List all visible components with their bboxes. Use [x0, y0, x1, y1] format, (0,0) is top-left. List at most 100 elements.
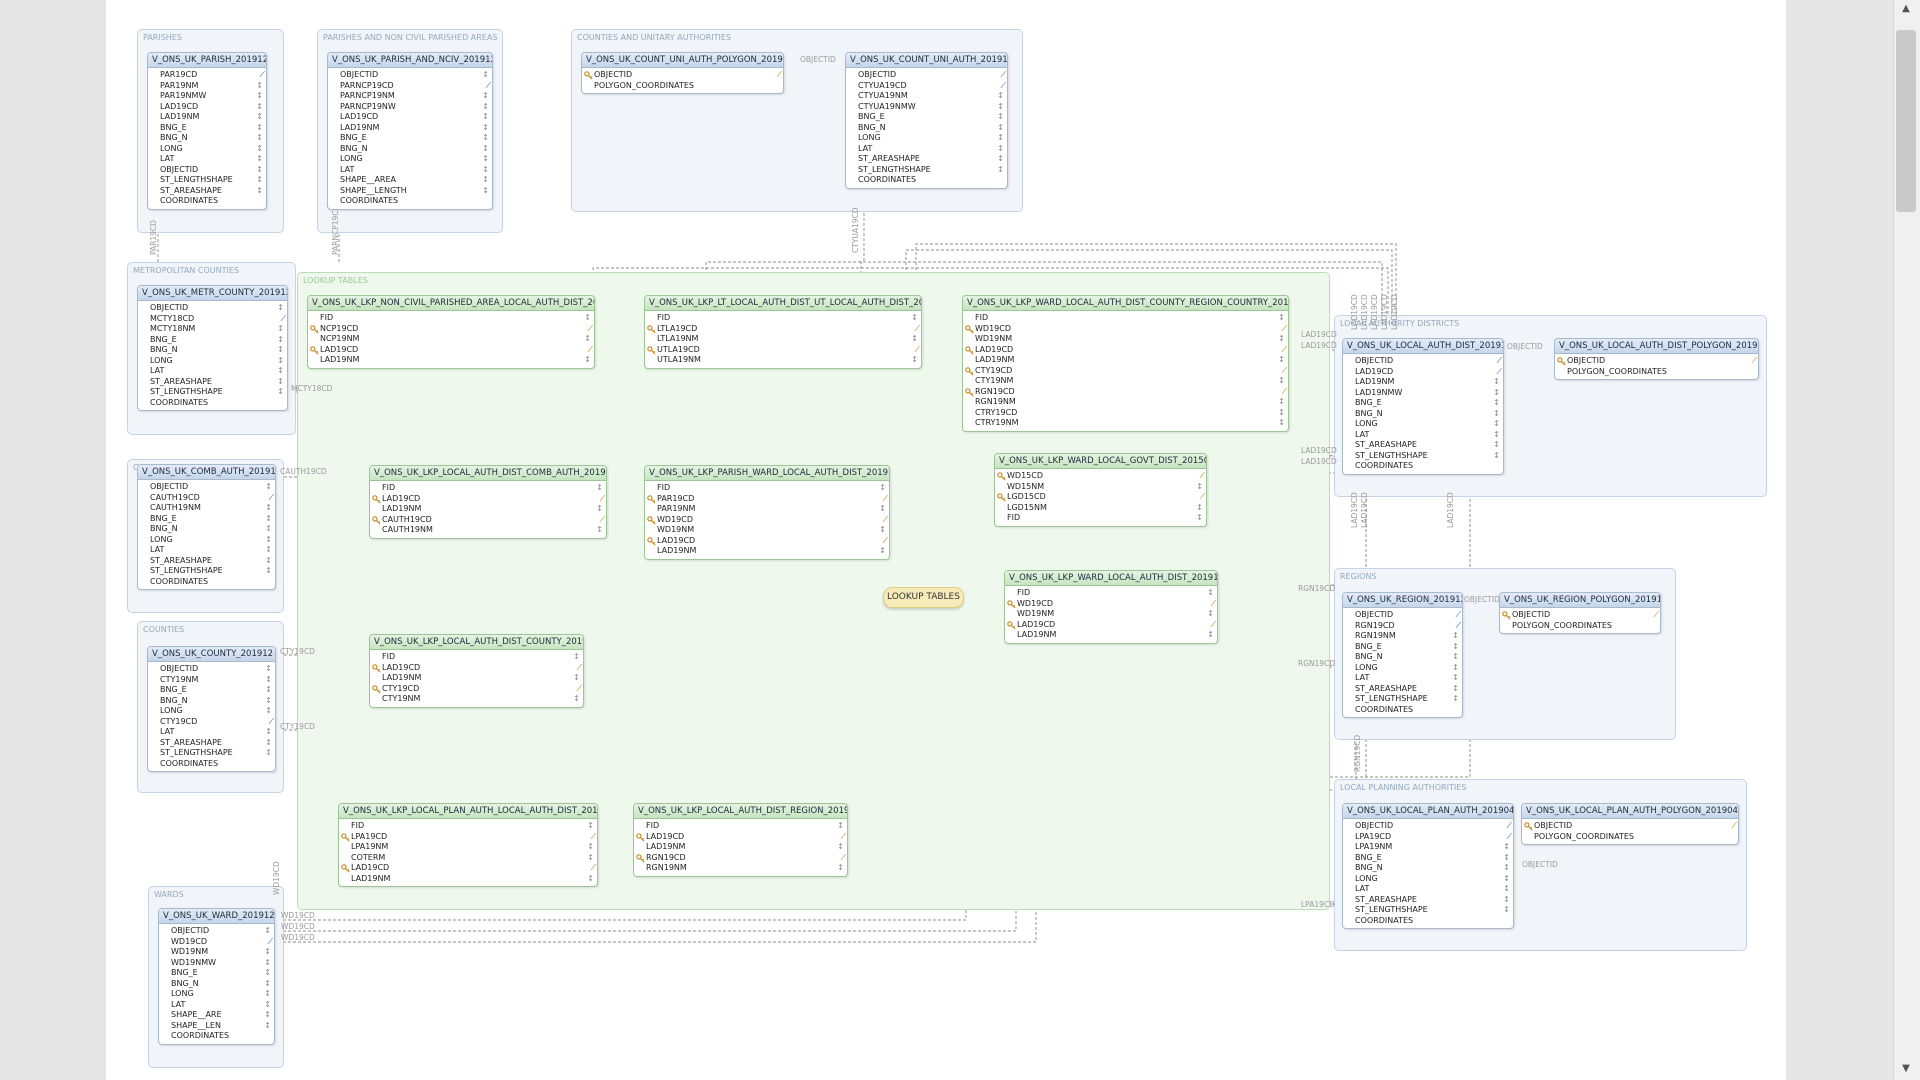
field-row[interactable]: NCP19NM↕ [308, 334, 594, 345]
field-row[interactable]: LTLA19CD⁄ [645, 324, 921, 335]
field-row[interactable]: BNG_N↕ [846, 123, 1007, 134]
field-row[interactable]: CAUTH19NM↕ [138, 503, 275, 514]
field-row[interactable]: MCTY18CD⁄ [138, 314, 287, 325]
field-row[interactable]: LAT↕ [138, 545, 275, 556]
table-title[interactable]: V_ONS_UK_LOCAL_PLAN_AUTH_201904 [1343, 804, 1513, 819]
field-row[interactable]: COORDINATES [159, 1031, 274, 1042]
field-row[interactable]: UTLA19CD⁄ [645, 345, 921, 356]
table-title[interactable]: V_ONS_UK_LOCAL_AUTH_DIST_POLYGON_201912 [1555, 339, 1758, 354]
field-row[interactable]: POLYGON_COORDINATES [1522, 832, 1738, 843]
field-row[interactable]: LONG↕ [1343, 663, 1462, 674]
table-title[interactable]: V_ONS_UK_METR_COUNTY_201912 [138, 286, 287, 301]
field-row[interactable]: ST_LENGTHSHAPE↕ [846, 165, 1007, 176]
table-title[interactable]: V_ONS_UK_WARD_201912 [159, 909, 274, 924]
field-row[interactable]: ST_LENGTHSHAPE↕ [148, 175, 266, 186]
table-title[interactable]: V_ONS_UK_PARISH_AND_NCIV_201912 [328, 53, 492, 68]
field-row[interactable]: COORDINATES [148, 196, 266, 207]
field-row[interactable]: POLYGON_COORDINATES [1555, 367, 1758, 378]
t-lkp-lt-table[interactable]: V_ONS_UK_LKP_LT_LOCAL_AUTH_DIST_UT_LOCAL… [644, 295, 922, 369]
field-row[interactable]: LAD19CD⁄ [634, 832, 847, 843]
field-row[interactable]: OBJECTID↕ [148, 664, 275, 675]
field-row[interactable]: BNG_N↕ [1343, 863, 1513, 874]
field-row[interactable]: MCTY18NM↕ [138, 324, 287, 335]
field-row[interactable]: OBJECTID↕ [328, 70, 492, 81]
field-row[interactable]: OBJECTID↕ [138, 482, 275, 493]
field-row[interactable]: OBJECTID⁄ [1343, 821, 1513, 832]
field-row[interactable]: LONG↕ [328, 154, 492, 165]
field-row[interactable]: LPA19NM↕ [1343, 842, 1513, 853]
field-row[interactable]: SHAPE__ARE↕ [159, 1010, 274, 1021]
field-row[interactable]: OBJECTID⁄ [1522, 821, 1738, 832]
scrollbar-thumb[interactable] [1896, 30, 1916, 212]
field-row[interactable]: BNG_N↕ [1343, 409, 1503, 420]
field-row[interactable]: ST_LENGTHSHAPE↕ [148, 748, 275, 759]
field-row[interactable]: LONG↕ [138, 535, 275, 546]
field-row[interactable]: LAD19NM↕ [328, 123, 492, 134]
t-lkp-lpa-table[interactable]: V_ONS_UK_LKP_LOCAL_PLAN_AUTH_LOCAL_AUTH_… [338, 803, 598, 887]
field-row[interactable]: CTY19NM↕ [963, 376, 1288, 387]
field-row[interactable]: WD19NMW↕ [159, 958, 274, 969]
table-title[interactable]: V_ONS_UK_LKP_LOCAL_AUTH_DIST_REGION_2019… [634, 804, 847, 819]
field-row[interactable]: BNG_E↕ [1343, 642, 1462, 653]
field-row[interactable]: BNG_N↕ [138, 345, 287, 356]
field-row[interactable]: LAD19NM↕ [370, 673, 583, 684]
field-row[interactable]: LAD19CD⁄ [370, 494, 606, 505]
table-title[interactable]: V_ONS_UK_LKP_LOCAL_AUTH_DIST_COMB_AUTH_2… [370, 466, 606, 481]
field-row[interactable]: BNG_N↕ [148, 696, 275, 707]
field-row[interactable]: ST_AREASHAPE↕ [1343, 440, 1503, 451]
field-row[interactable]: WD19NM↕ [963, 334, 1288, 345]
field-row[interactable]: LAD19NM↕ [634, 842, 847, 853]
field-row[interactable]: CTY19NM↕ [370, 694, 583, 705]
field-row[interactable]: LONG↕ [138, 356, 287, 367]
field-row[interactable]: ST_LENGTHSHAPE↕ [1343, 451, 1503, 462]
field-row[interactable]: WD19NM↕ [159, 947, 274, 958]
field-row[interactable]: LAD19NM↕ [645, 546, 889, 557]
table-title[interactable]: V_ONS_UK_LKP_LOCAL_PLAN_AUTH_LOCAL_AUTH_… [339, 804, 597, 819]
field-row[interactable]: OBJECTID⁄ [1343, 356, 1503, 367]
field-row[interactable]: CTY19NM↕ [148, 675, 275, 686]
field-row[interactable]: WD19CD⁄ [159, 937, 274, 948]
field-row[interactable]: OBJECTID↕ [159, 926, 274, 937]
scroll-up-icon[interactable]: ▲ [1902, 3, 1910, 14]
field-row[interactable]: LAD19NM↕ [370, 504, 606, 515]
field-row[interactable]: FID↕ [634, 821, 847, 832]
field-row[interactable]: UTLA19NM↕ [645, 355, 921, 366]
field-row[interactable]: POLYGON_COORDINATES [1500, 621, 1660, 632]
table-title[interactable]: V_ONS_UK_COUNT_UNI_AUTH_201912 [846, 53, 1007, 68]
table-title[interactable]: V_ONS_UK_LOCAL_PLAN_AUTH_POLYGON_201904 [1522, 804, 1738, 819]
field-row[interactable]: POLYGON_COORDINATES [582, 81, 783, 92]
field-row[interactable]: LAT↕ [138, 366, 287, 377]
field-row[interactable]: LAT↕ [1343, 430, 1503, 441]
field-row[interactable]: BNG_N↕ [148, 133, 266, 144]
field-row[interactable]: LONG↕ [159, 989, 274, 1000]
table-title[interactable]: V_ONS_UK_COUNT_UNI_AUTH_POLYGON_201912 [582, 53, 783, 68]
field-row[interactable]: COORDINATES [846, 175, 1007, 186]
field-row[interactable]: CTY19CD⁄ [370, 684, 583, 695]
field-row[interactable]: RGN19CD⁄ [634, 853, 847, 864]
field-row[interactable]: PAR19CD⁄ [645, 494, 889, 505]
table-title[interactable]: V_ONS_UK_REGION_POLYGON_201912 [1500, 593, 1660, 608]
field-row[interactable]: LAD19CD⁄ [645, 536, 889, 547]
field-row[interactable]: COORDINATES [1343, 705, 1462, 716]
field-row[interactable]: WD15NM↕ [995, 482, 1206, 493]
field-row[interactable]: BNG_E↕ [148, 123, 266, 134]
lookup-tables-note[interactable]: LOOKUP TABLES [883, 587, 964, 608]
t-lkp-ward-gov-table[interactable]: V_ONS_UK_LKP_WARD_LOCAL_GOVT_DIST_201504… [994, 453, 1207, 527]
field-row[interactable]: BNG_E↕ [138, 335, 287, 346]
field-row[interactable]: LAD19CD⁄ [308, 345, 594, 356]
field-row[interactable]: LAD19CD⁄ [1005, 620, 1217, 631]
field-row[interactable]: LAD19NM↕ [308, 355, 594, 366]
field-row[interactable]: ST_AREASHAPE↕ [846, 154, 1007, 165]
field-row[interactable]: OBJECTID↕ [148, 165, 266, 176]
field-row[interactable]: BNG_E↕ [1343, 398, 1503, 409]
field-row[interactable]: ST_AREASHAPE↕ [138, 377, 287, 388]
field-row[interactable]: BNG_E↕ [148, 685, 275, 696]
field-row[interactable]: COORDINATES [1343, 916, 1513, 927]
field-row[interactable]: ST_AREASHAPE↕ [148, 186, 266, 197]
